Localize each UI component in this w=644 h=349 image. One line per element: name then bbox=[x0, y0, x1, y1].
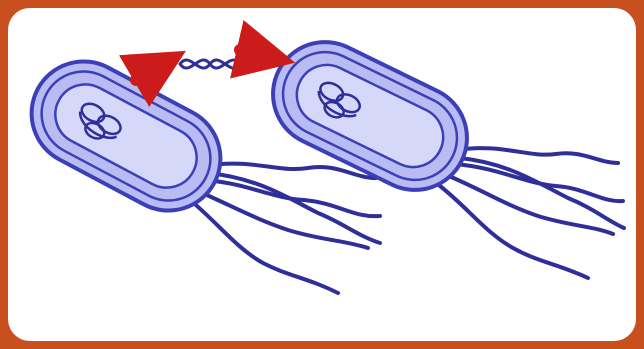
donor-flagella bbox=[190, 164, 380, 293]
illustration-panel bbox=[8, 8, 636, 341]
dna-fragment bbox=[180, 60, 240, 68]
bacterial-gene-transfer-illustration bbox=[8, 8, 636, 341]
recipient-flagella bbox=[440, 148, 624, 278]
transfer-arrow-left bbox=[136, 66, 160, 80]
donor-bacterium bbox=[13, 43, 238, 229]
recipient-bacterium bbox=[256, 25, 485, 208]
transfer-arrow-right bbox=[240, 50, 266, 56]
